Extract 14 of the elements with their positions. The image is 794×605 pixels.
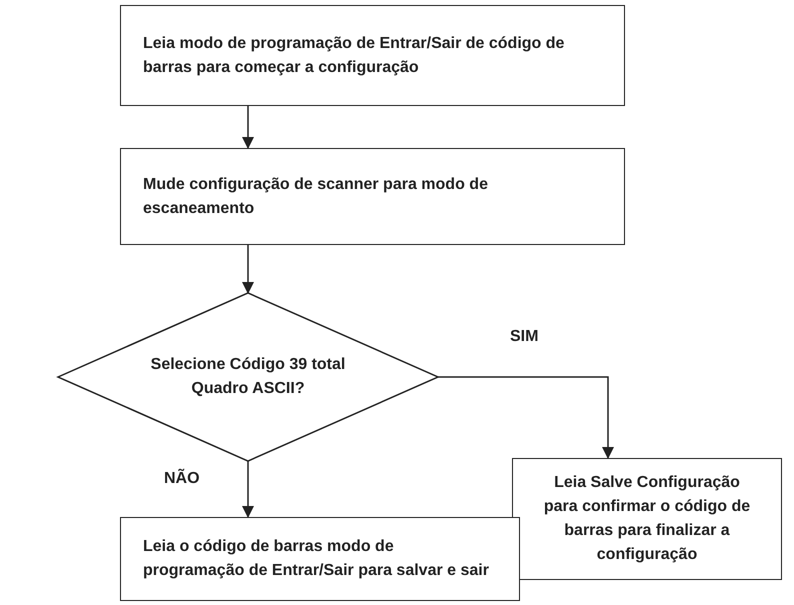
arrow [242, 106, 254, 149]
arrow [242, 461, 254, 518]
box-text: Leia o código de barras modo de programação de Entrar/Sair para salvar e sair [143, 537, 490, 581]
arrow [438, 376, 614, 459]
arrow [242, 245, 254, 294]
decision-text: Selecione Código 39 total Quadro ASCII? [150, 355, 346, 399]
process-box [120, 5, 625, 106]
process-box [512, 458, 782, 580]
process-box [120, 148, 625, 245]
box-text: Mude configuração de scanner para modo de escaneamento [143, 174, 489, 218]
box-text: Leia modo de programação de Entrar/Sair de código de barras para começar a configuração [143, 34, 566, 78]
box-text: Leia Salve Configuração para confirmar o código de barras para finalizar a configuração [542, 473, 752, 565]
decision-diamond [56, 292, 440, 462]
process-box [120, 517, 520, 601]
